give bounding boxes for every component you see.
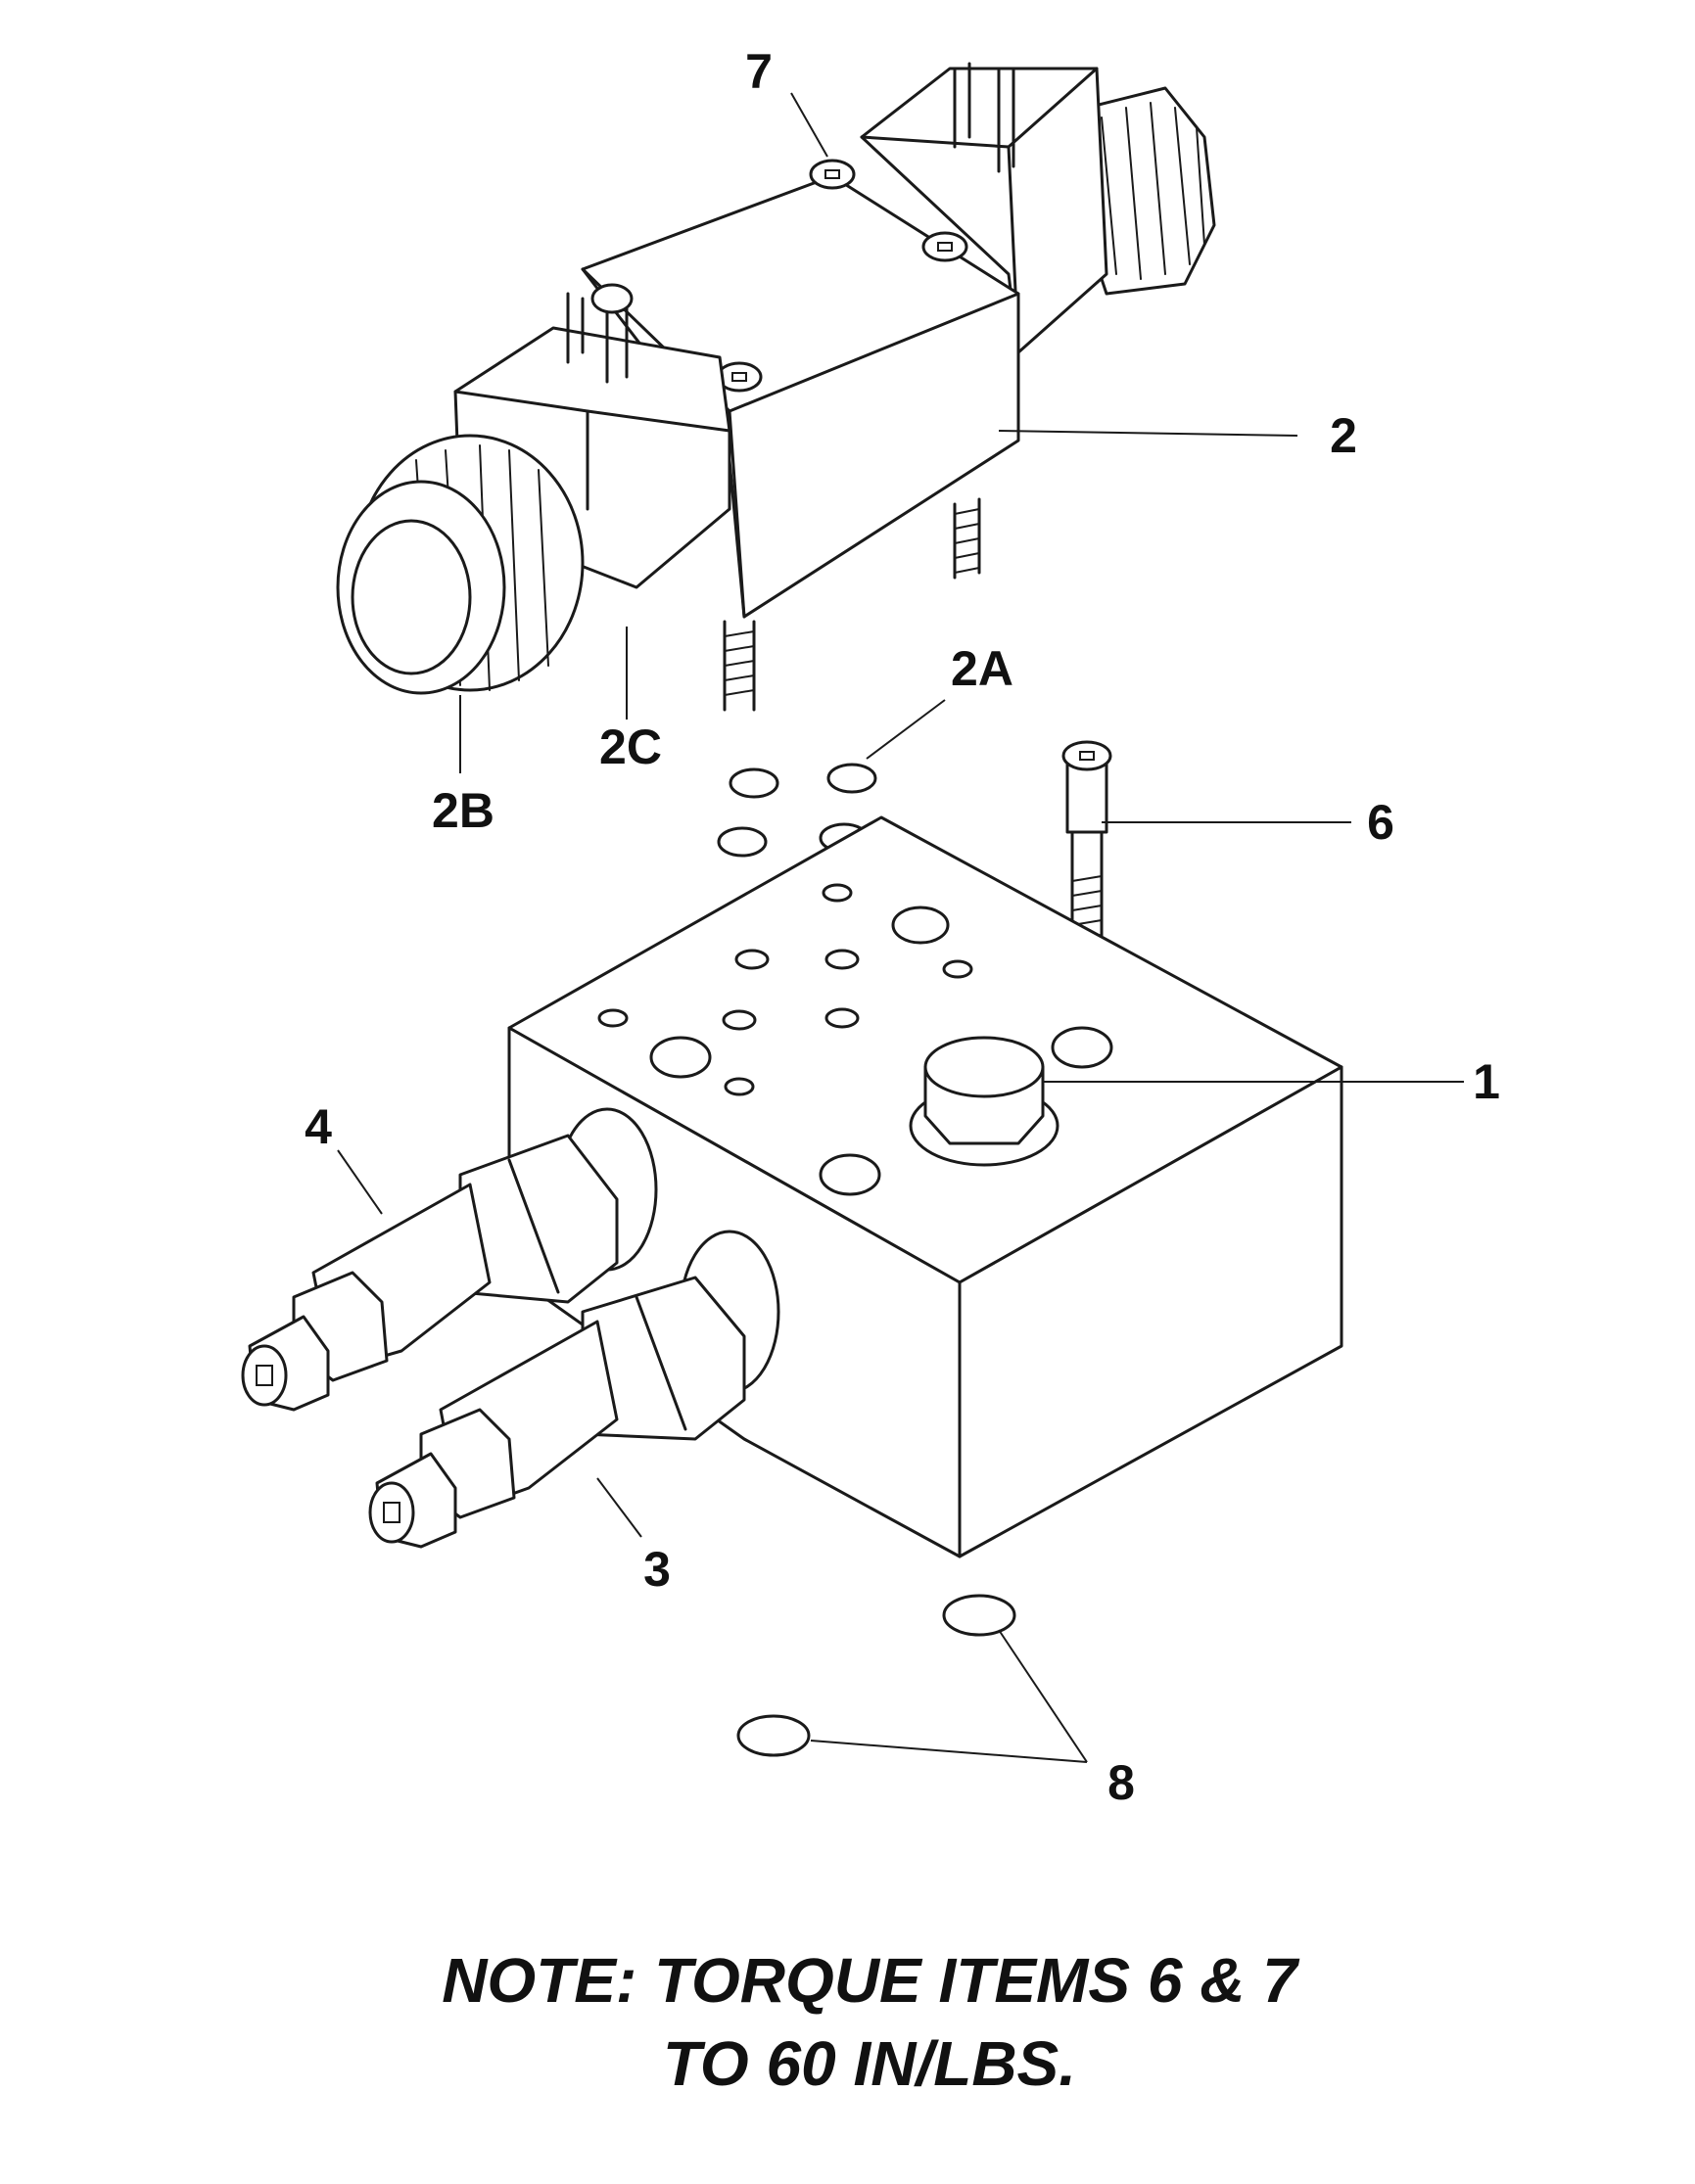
callout-2: 2 [1330,408,1357,463]
callout-4: 4 [305,1099,332,1154]
note-line-1: NOTE: TORQUE ITEMS 6 & 7 [442,1945,1300,2016]
callout-1: 1 [1473,1054,1500,1109]
callout-3: 3 [643,1542,671,1597]
o-rings-8 [736,1594,1016,1757]
note-line-2: TO 60 IN/LBS. [663,2028,1076,2099]
callout-2c: 2C [599,720,662,774]
right-coil [860,62,1108,354]
callout-7: 7 [745,44,773,99]
callout-2a: 2A [951,641,1013,696]
bolt-6 [1061,740,1112,1010]
solenoid-valve [336,62,1216,712]
callout-2b: 2B [432,783,494,838]
left-coil-nut [336,434,585,695]
cartridge-valve-4 [241,1107,658,1412]
torque-note: NOTE: TORQUE ITEMS 6 & 7 TO 60 IN/LBS. [442,1945,1300,2099]
callout-labels: 7 2 2A 2C 2B 6 1 4 3 8 [305,44,1500,1810]
callout-8: 8 [1107,1755,1135,1810]
cartridge-valve-3 [368,1230,780,1549]
manifold-block [507,815,1343,1558]
leader-lines [337,92,1464,1763]
callout-6: 6 [1367,795,1394,850]
